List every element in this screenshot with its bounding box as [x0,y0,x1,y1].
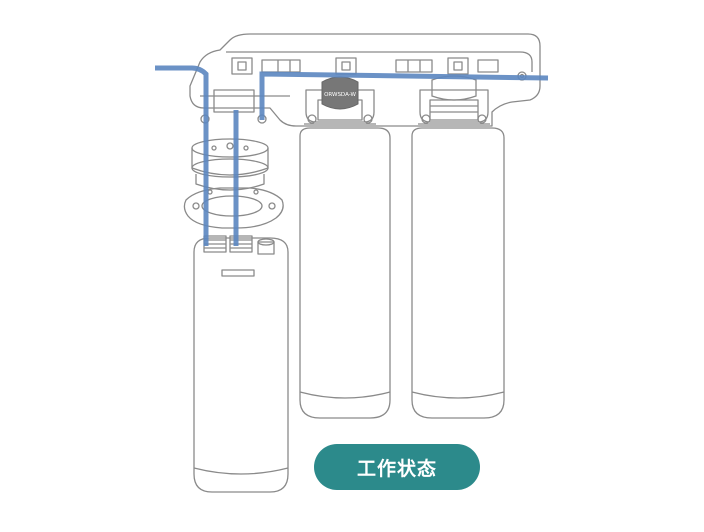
filter-head-right [418,89,490,125]
filter-cartridge-right [411,127,505,419]
model-label-text: ORWSDA-W [324,92,356,98]
flow-line-inlet [155,65,209,246]
water-flow-path [155,65,549,246]
filter-head-middle [304,89,376,125]
filter-cap-exploded [191,138,269,191]
status-badge: 工作状态 [314,444,480,490]
manifold-bracket [189,33,541,127]
filter-cartridge-middle [299,127,391,419]
model-label-badge: ORWSDA-W [321,76,359,110]
head-cap-right [431,75,477,101]
filter-cartridge-left [193,235,289,493]
flow-line-outlet [259,71,549,120]
